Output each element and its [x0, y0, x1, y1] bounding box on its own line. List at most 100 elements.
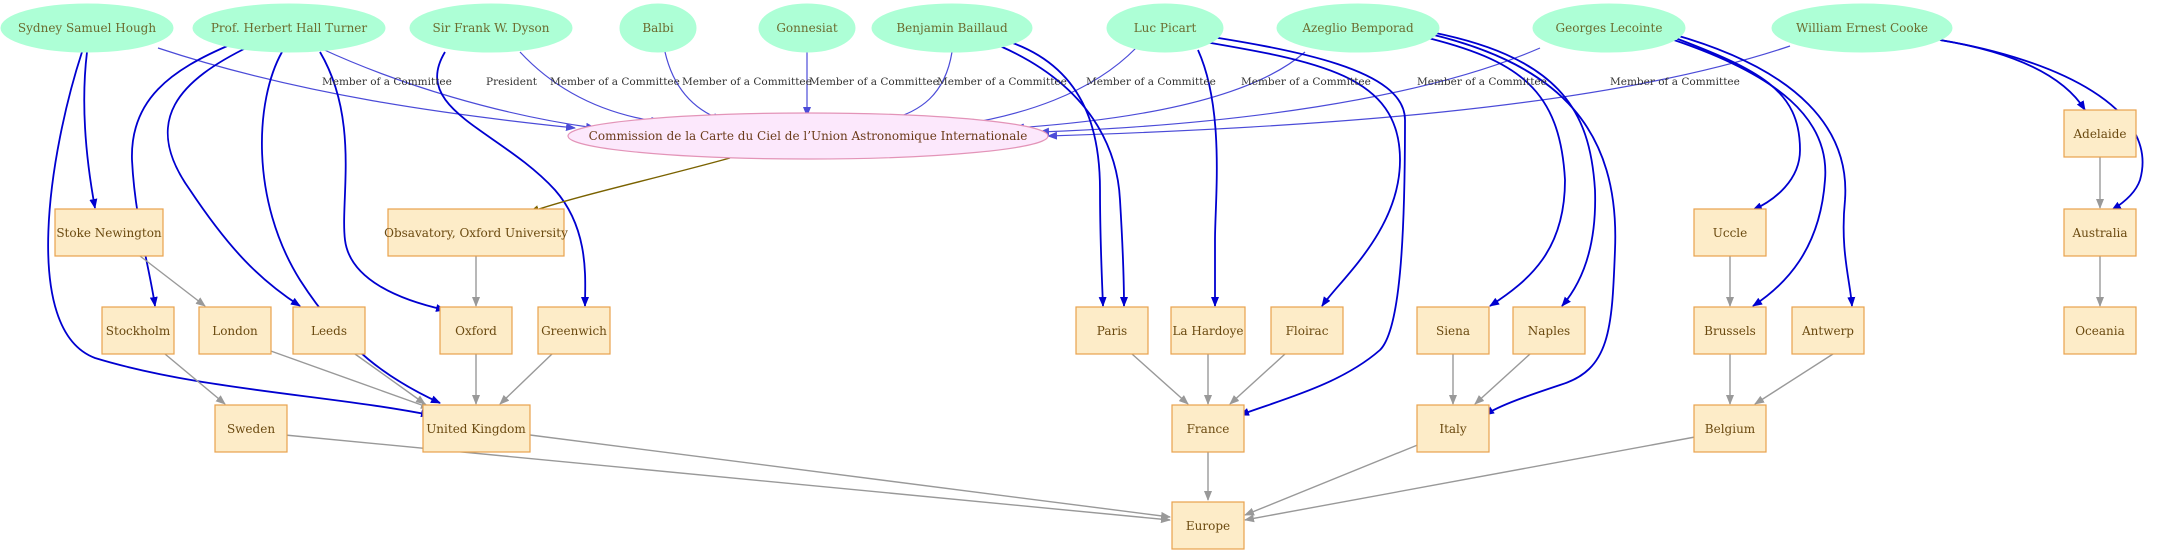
- place-node-paris[interactable]: Paris: [1075, 306, 1149, 355]
- edge-label-lecointe: Member of a Committee: [1417, 76, 1547, 88]
- place-label: Brussels: [1704, 324, 1756, 338]
- place-label: La Hardoye: [1172, 324, 1243, 338]
- commission-label: Commission de la Carte du Ciel de l’Unio…: [589, 129, 1028, 143]
- place-label: Adelaide: [2072, 127, 2126, 141]
- person-label: William Ernest Cooke: [1796, 21, 1928, 35]
- place-node-london[interactable]: London: [198, 306, 272, 355]
- edge-label-hough: Member of a Committee: [322, 76, 452, 88]
- place-node-united-kingdom[interactable]: United Kingdom: [422, 404, 531, 453]
- edge-naples-italy: [1474, 353, 1531, 405]
- commission-node[interactable]: Commission de la Carte du Ciel de l’Unio…: [567, 112, 1049, 160]
- edge-bemporad-italy: [1429, 33, 1617, 416]
- place-node-adelaide[interactable]: Adelaide: [2063, 109, 2137, 158]
- place-label: Greenwich: [541, 324, 607, 338]
- place-node-la-hardoye[interactable]: La Hardoye: [1170, 306, 1246, 355]
- edge-dyson-greenwich: [436, 51, 590, 307]
- edge-bemporad-siena: [1419, 35, 1566, 307]
- edge-turner-commission: [319, 47, 596, 131]
- edge-cooke-commission: [1047, 45, 1791, 140]
- edge-label-gonnesiat: Member of a Committee: [809, 76, 939, 88]
- place-node-italy[interactable]: Italy: [1416, 404, 1490, 453]
- edge-leeds-uk: [354, 353, 426, 405]
- place-node-europe[interactable]: Europe: [1171, 501, 1245, 550]
- person-node-picart[interactable]: Luc Picart: [1106, 3, 1224, 53]
- place-node-sweden[interactable]: Sweden: [214, 404, 288, 453]
- edge-sweden-europe: [284, 434, 1171, 524]
- place-node-siena[interactable]: Siena: [1416, 306, 1490, 355]
- edge-label-dyson: Member of a Committee: [550, 76, 680, 88]
- place-node-stoke-newington[interactable]: Stoke Newington: [54, 208, 164, 257]
- person-node-dyson[interactable]: Sir Frank W. Dyson: [409, 3, 573, 53]
- place-node-uccle[interactable]: Uccle: [1693, 208, 1767, 257]
- person-label: Georges Lecointe: [1556, 21, 1663, 35]
- place-node-australia[interactable]: Australia: [2063, 208, 2137, 257]
- edge-lecointe-uccle: [1669, 35, 1801, 211]
- edge-lecointe-commission: [1039, 47, 1541, 136]
- person-label: Azeglio Bemporad: [1301, 21, 1414, 35]
- person-node-balbi[interactable]: Balbi: [619, 3, 697, 53]
- place-label: Oxford: [455, 324, 497, 338]
- place-node-oxford-university[interactable]: Obsavatory, Oxford University: [384, 208, 568, 257]
- edge-labels: Member of a Committee President Member o…: [322, 76, 1740, 88]
- place-label: France: [1187, 422, 1230, 436]
- edge-baillaud-paris: [1009, 41, 1107, 307]
- person-node-hough[interactable]: Sydney Samuel Hough: [0, 3, 174, 53]
- edge-picart-floirac: [1169, 35, 1401, 307]
- person-node-turner[interactable]: Prof. Herbert Hall Turner: [192, 3, 386, 53]
- edge-belgium-europe: [1244, 436, 1696, 523]
- person-node-cooke[interactable]: William Ernest Cooke: [1771, 3, 1953, 53]
- location-edges: [47, 29, 2144, 418]
- place-label: Leeds: [311, 324, 347, 338]
- committee-edges: [157, 45, 1791, 140]
- place-node-stockholm[interactable]: Stockholm: [101, 306, 175, 355]
- edge-lecointe-brussels: [1667, 37, 1827, 307]
- place-label: Europe: [1186, 519, 1230, 533]
- person-node-baillaud[interactable]: Benjamin Baillaud: [871, 3, 1033, 53]
- place-label: Siena: [1436, 324, 1470, 338]
- edge-hough-stoke-newington: [83, 51, 98, 209]
- place-node-oxford[interactable]: Oxford: [439, 306, 513, 355]
- edge-london-uk: [267, 349, 431, 409]
- edge-commission-oxford-univ: [529, 157, 731, 213]
- person-node-lecointe[interactable]: Georges Lecointe: [1532, 3, 1686, 53]
- person-label: Sir Frank W. Dyson: [432, 21, 549, 35]
- edge-picart-france: [1179, 31, 1406, 416]
- place-label: Italy: [1439, 422, 1467, 436]
- edge-stoke-newington-london: [139, 255, 206, 307]
- edge-baillaud-paris-2: [999, 45, 1128, 307]
- place-node-greenwich[interactable]: Greenwich: [537, 306, 611, 355]
- edge-italy-europe: [1244, 443, 1421, 516]
- edge-turner-leeds: [166, 45, 301, 307]
- person-node-gonnesiat[interactable]: Gonnesiat: [758, 3, 856, 53]
- place-label: Belgium: [1705, 422, 1756, 436]
- person-label: Balbi: [642, 21, 673, 35]
- place-node-brussels[interactable]: Brussels: [1693, 306, 1767, 355]
- place-node-floirac[interactable]: Floirac: [1270, 306, 1344, 355]
- place-node-belgium[interactable]: Belgium: [1693, 404, 1767, 453]
- edge-hough-commission: [157, 47, 576, 132]
- place-label: Stoke Newington: [56, 226, 162, 240]
- edge-greenwich-uk: [499, 353, 553, 405]
- person-label: Benjamin Baillaud: [896, 21, 1008, 35]
- edge-label-turner: President: [486, 76, 538, 88]
- place-node-france[interactable]: France: [1171, 404, 1245, 453]
- edge-label-balbi: Member of a Committee: [682, 76, 812, 88]
- place-label: Australia: [2071, 226, 2127, 240]
- person-node-bemporad[interactable]: Azeglio Bemporad: [1276, 3, 1440, 53]
- edge-picart-la-hardoye: [1197, 49, 1219, 307]
- place-label: Paris: [1097, 324, 1127, 338]
- edge-antwerp-belgium: [1754, 353, 1834, 405]
- edge-hough-united-kingdom: [47, 51, 431, 418]
- place-label: United Kingdom: [426, 422, 526, 436]
- place-node-leeds[interactable]: Leeds: [292, 306, 366, 355]
- edge-bemporad-naples: [1419, 29, 1597, 307]
- place-node-antwerp[interactable]: Antwerp: [1791, 306, 1865, 355]
- edge-uk-europe: [529, 434, 1171, 520]
- edge-cooke-australia: [1939, 39, 2144, 211]
- place-label: Oceania: [2075, 324, 2125, 338]
- edge-turner-oxford: [319, 51, 446, 312]
- place-node-naples[interactable]: Naples: [1512, 306, 1586, 355]
- edge-label-cooke: Member of a Committee: [1610, 76, 1740, 88]
- edge-floirac-france: [1229, 353, 1286, 405]
- place-node-oceania[interactable]: Oceania: [2063, 306, 2137, 355]
